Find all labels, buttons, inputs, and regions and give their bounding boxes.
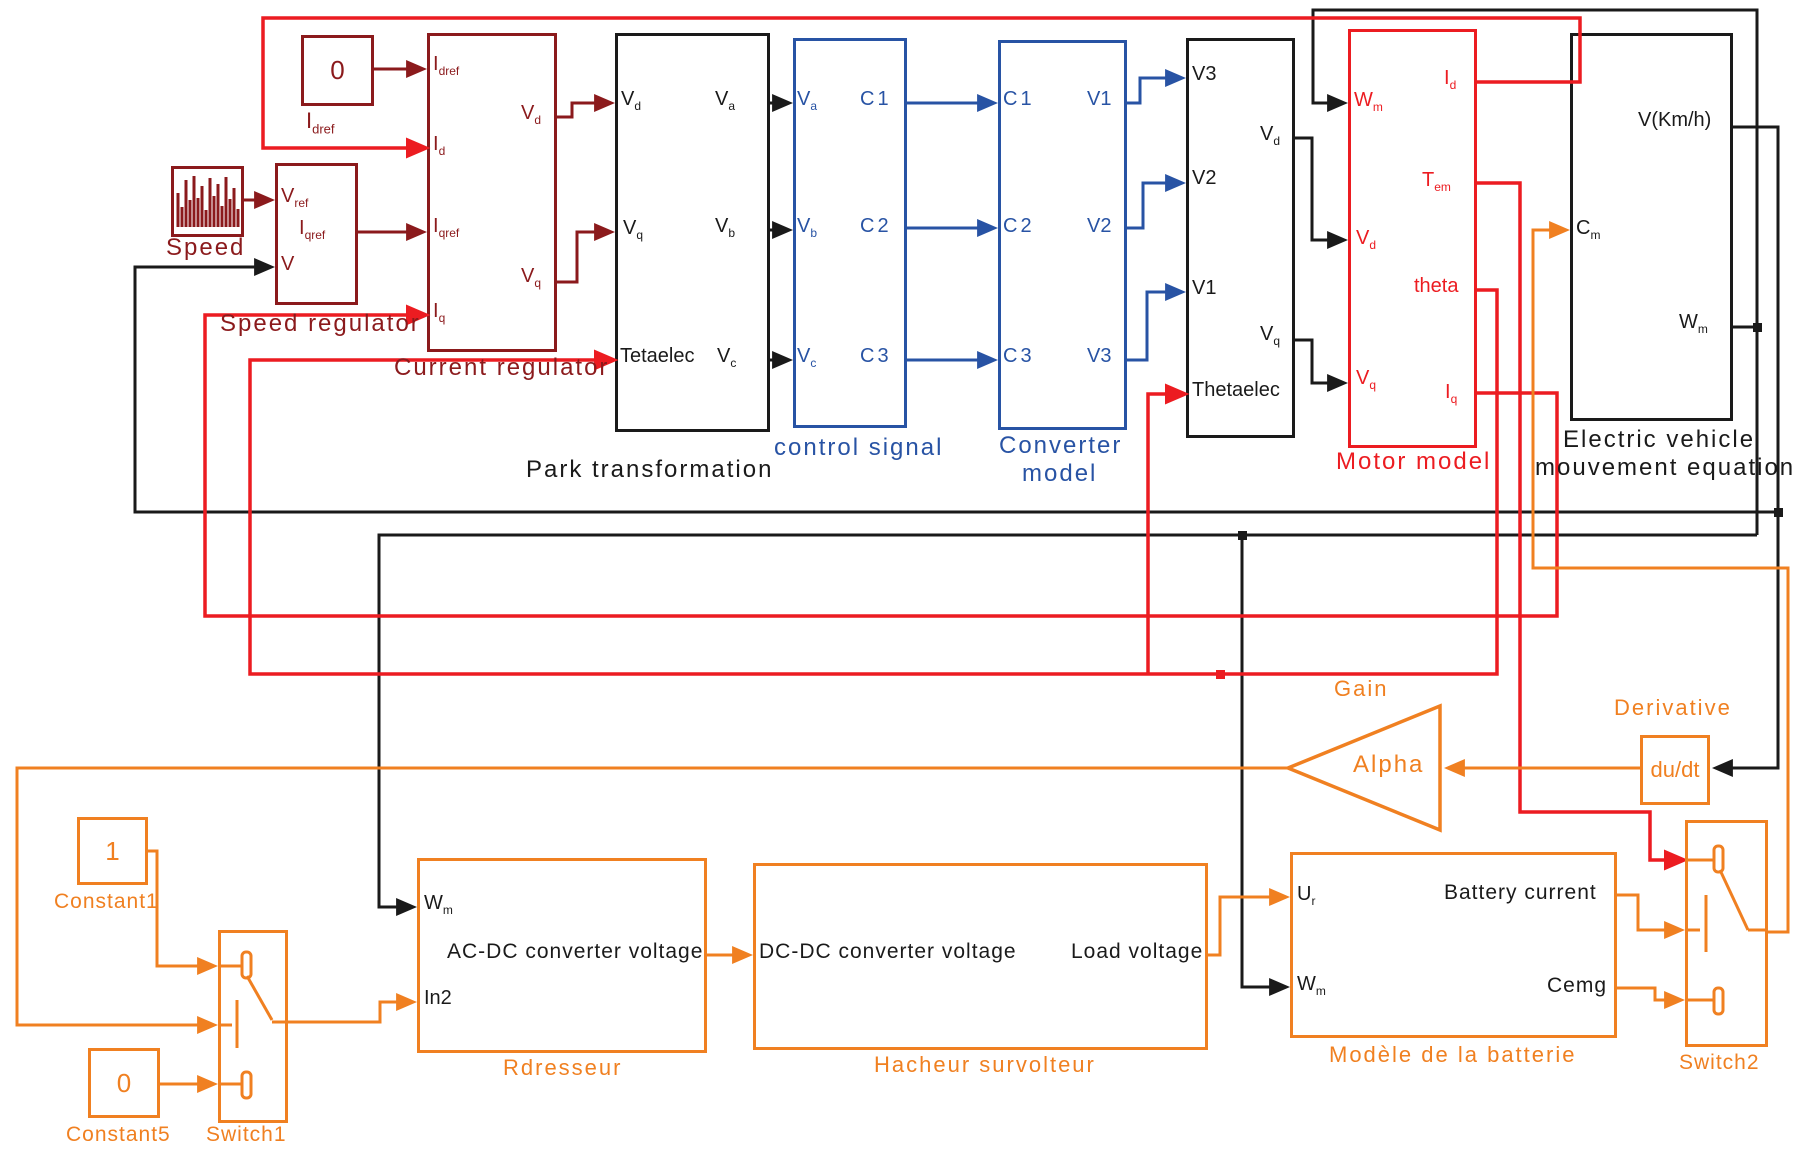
caption-speed: Speed (166, 234, 246, 261)
mo-port-iq: Iq (1445, 381, 1458, 406)
constant5-value: 0 (116, 1067, 132, 1098)
park-port-vq: Vq (623, 217, 644, 242)
caption-gain: Gain (1334, 676, 1389, 701)
caption-ev-2: mouvement equation (1535, 454, 1796, 481)
mo-port-theta: theta (1414, 275, 1459, 297)
caption-rdresseur: Rdresseur (503, 1055, 623, 1080)
caption-switch2: Switch2 (1679, 1051, 1760, 1074)
port-idref: Idref (433, 53, 460, 78)
port-v: V (281, 253, 295, 275)
port-vd-out: Vd (521, 102, 542, 127)
caption-constant-idref: Idref (306, 108, 335, 137)
cv-port-c3: C3 (1003, 345, 1035, 367)
caption-speed-regulator: Speed regulator (220, 310, 421, 337)
caption-converter-1: Converter (999, 432, 1123, 459)
park-port-vc: Vc (717, 345, 737, 370)
caption-park: Park transformation (526, 456, 774, 483)
ba-port-ur: Ur (1297, 883, 1316, 908)
rd-port-in2: In2 (424, 987, 452, 1009)
block-switch1[interactable] (218, 930, 288, 1123)
vb-port-v1: V1 (1192, 277, 1217, 299)
caption-hacheur: Hacheur survolteur (874, 1052, 1096, 1077)
cs-port-c1: C1 (860, 88, 892, 110)
port-vq-out: Vq (521, 265, 542, 290)
vb-port-v2: V2 (1192, 167, 1217, 189)
port-iqref-out: Iqref (299, 217, 326, 242)
caption-motor-model: Motor model (1336, 448, 1492, 475)
cv-port-v2: V2 (1087, 215, 1112, 237)
ev-port-cm: Cm (1576, 217, 1601, 242)
mo-port-tem: Tem (1422, 169, 1451, 194)
cs-port-c2: C2 (860, 215, 892, 237)
block-constant-idref[interactable] (301, 35, 374, 106)
ha-port-out: Load voltage (1071, 940, 1204, 963)
mo-port-wm: Wm (1354, 89, 1383, 114)
ba-port-wm: Wm (1297, 973, 1326, 998)
vb-port-vq: Vq (1260, 323, 1281, 348)
black-wires (133, 8, 1783, 996)
mo-port-id: Id (1444, 67, 1457, 92)
caption-battery: Modèle de la batterie (1329, 1042, 1577, 1067)
block-switch2[interactable] (1685, 820, 1768, 1047)
caption-constant5: Constant5 (66, 1123, 171, 1146)
park-port-tetaelec: Tetaelec (620, 345, 695, 367)
caption-derivative: Derivative (1614, 695, 1732, 720)
mo-port-vq: Vq (1356, 367, 1377, 392)
caption-control-signal: control signal (774, 434, 944, 461)
rd-port-out: AC-DC converter voltage (447, 940, 704, 963)
vb-port-v3: V3 (1192, 63, 1217, 85)
park-port-vb: Vb (715, 215, 736, 240)
cs-port-c3: C3 (860, 345, 892, 367)
caption-current-regulator: Current regulator (394, 354, 610, 381)
rd-port-wm: Wm (424, 892, 453, 917)
block-battery[interactable] (1290, 852, 1617, 1038)
port-iqref-in: Iqref (433, 215, 460, 240)
mo-port-vd: Vd (1356, 227, 1377, 252)
ba-port-out1: Battery current (1444, 881, 1597, 904)
cv-port-v1: V1 (1087, 88, 1112, 110)
vb-port-thetaelec: Thetaelec (1192, 379, 1280, 401)
ba-port-out2: Cemg (1547, 974, 1608, 997)
port-iq: Iq (433, 300, 446, 325)
park-port-va: Va (715, 88, 736, 113)
ev-port-vkmh: V(Km/h) (1638, 109, 1712, 131)
cv-port-c2: C2 (1003, 215, 1035, 237)
port-id: Id (433, 133, 446, 158)
cs-port-va: Va (797, 88, 818, 113)
block-speed-source[interactable] (171, 166, 244, 237)
cv-port-c1: C1 (1003, 88, 1035, 110)
ev-port-wm: Wm (1679, 311, 1708, 336)
park-port-vd: Vd (621, 88, 642, 113)
caption-switch1: Switch1 (206, 1123, 287, 1146)
cs-port-vc: Vc (797, 345, 817, 370)
gain-value: Alpha (1353, 751, 1425, 778)
block-constant5[interactable] (88, 1048, 160, 1118)
block-current-regulator[interactable] (427, 33, 557, 352)
block-constant1[interactable] (77, 817, 148, 885)
caption-ev-1: Electric vehicle (1563, 426, 1756, 453)
caption-converter-2: model (1022, 460, 1098, 487)
vb-port-vd: Vd (1260, 123, 1281, 148)
cs-port-vb: Vb (797, 215, 818, 240)
cv-port-v3: V3 (1087, 345, 1112, 367)
caption-constant1: Constant1 (54, 890, 159, 913)
ha-port-in: DC-DC converter voltage (759, 940, 1017, 963)
port-vref: Vref (281, 185, 309, 210)
block-derivative[interactable] (1640, 735, 1710, 805)
block-inverse-park[interactable] (1186, 38, 1295, 438)
